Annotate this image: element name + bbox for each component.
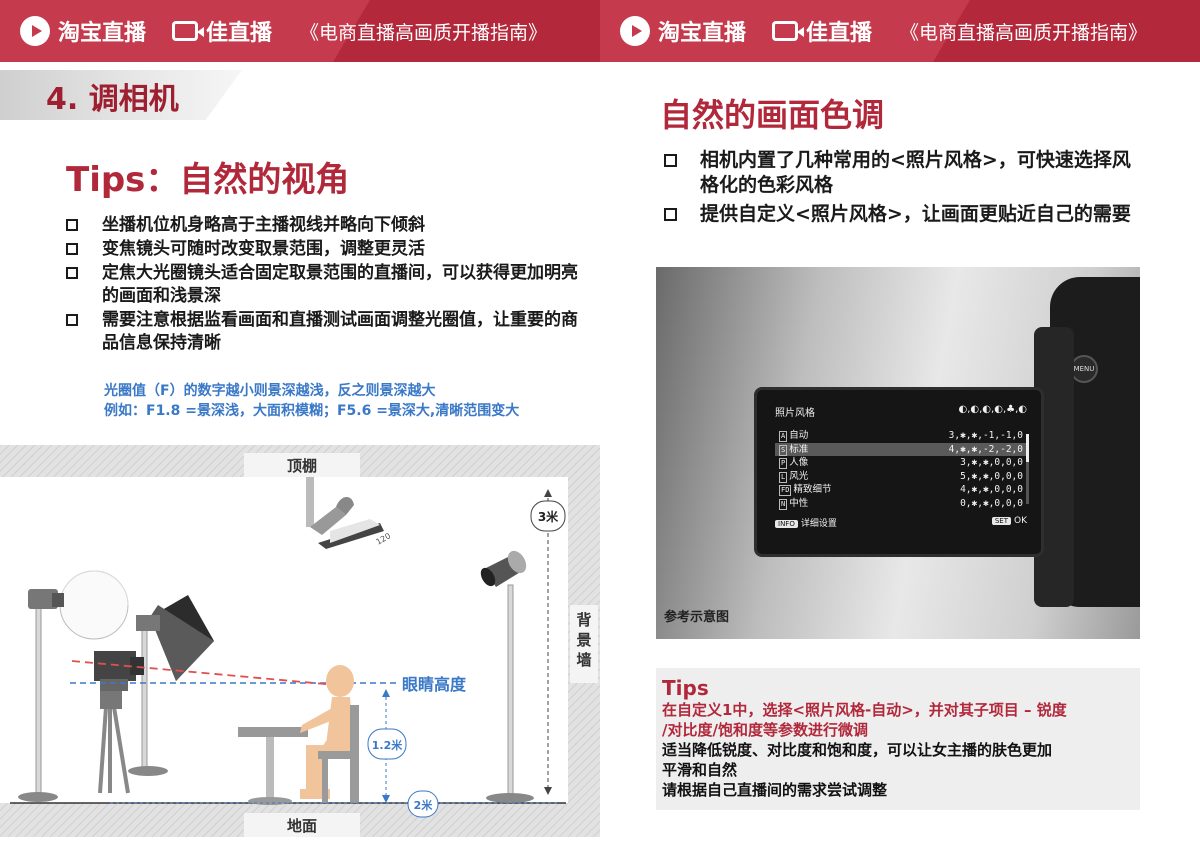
jia-live-brand: 佳直播 bbox=[172, 15, 272, 47]
style-name: 标准 bbox=[789, 443, 809, 455]
style-code-icon: N bbox=[779, 498, 788, 510]
list-item: 变焦镜头可随时改变取景范围，调整更灵活 bbox=[66, 238, 586, 261]
style-name: 风光 bbox=[789, 470, 809, 482]
style-values: 3,✱,✱,-1,-1,0 bbox=[948, 430, 1023, 441]
guide-title: 《电商直播高画质开播指南》 bbox=[300, 21, 548, 44]
height-1-2m-label: 1.2米 bbox=[372, 738, 403, 752]
list-item: 提供自定义<照片风格>，让画面更贴近自己的需要 bbox=[664, 202, 1144, 227]
eye-height-label: 眼睛高度 bbox=[402, 675, 467, 694]
studio-diagram: 顶棚 地面 背景墙 120 3米 bbox=[0, 445, 600, 837]
list-item: 需要注意根据监看画面和直播测试画面调整光圈值，让重要的商品信息保持清晰 bbox=[66, 309, 586, 355]
taobao-live-brand: 淘宝直播 bbox=[620, 15, 746, 47]
right-bullet-list: 相机内置了几种常用的<照片风格>，可快速选择风格化的色彩风格 提供自定义<照片风… bbox=[664, 148, 1144, 231]
style-name: 中性 bbox=[789, 497, 809, 509]
list-item: 定焦大光圈镜头适合固定取景范围的直播间，可以获得更加明亮的画面和浅景深 bbox=[66, 262, 586, 308]
height-3m-label: 3米 bbox=[538, 509, 559, 524]
style-code-icon: A bbox=[779, 431, 788, 442]
table bbox=[238, 727, 308, 805]
chair bbox=[318, 705, 359, 803]
style-code-icon: S bbox=[779, 444, 788, 456]
style-values: 5,✱,✱,0,0,0 bbox=[960, 470, 1023, 482]
floor-label: 地面 bbox=[287, 817, 317, 835]
ceiling-light: 120 bbox=[306, 477, 392, 549]
style-code-icon: FD bbox=[779, 485, 792, 496]
checkbox-square-icon bbox=[66, 314, 78, 326]
style-values: 4,✱,✱,0,0,0 bbox=[960, 484, 1023, 495]
tips-box: Tips 在自定义1中，选择<照片风格-自动>，并对其子项目 – 锐度 /对比度… bbox=[656, 668, 1140, 810]
style-name: 人像 bbox=[789, 457, 809, 468]
checkbox-square-icon bbox=[66, 219, 78, 231]
camera-sight-line bbox=[71, 660, 337, 686]
wall-label: 背景墙 bbox=[576, 611, 591, 669]
style-name: 自动 bbox=[789, 430, 809, 441]
video-camera-icon bbox=[772, 21, 805, 41]
jia-live-brand: 佳直播 bbox=[772, 15, 872, 47]
guide-title: 《电商直播高画质开播指南》 bbox=[900, 21, 1148, 44]
lcd-heading-icons: ◐,◐,◐,◐,♣,◐ bbox=[958, 404, 1028, 415]
photo-caption: 参考示意图 bbox=[664, 610, 730, 625]
checkbox-square-icon bbox=[664, 154, 677, 167]
spotlight-right bbox=[480, 550, 534, 803]
style-values: 3,✱,✱,0,0,0 bbox=[960, 457, 1023, 468]
video-camera-icon bbox=[172, 21, 205, 41]
lcd-heading: 照片风格 bbox=[775, 408, 815, 419]
header-bar: 淘宝直播 佳直播 《电商直播高画质开播指南》 淘宝直播 佳直播 《电商直播高画质… bbox=[0, 0, 1200, 62]
menu-button-icon: MENU bbox=[1070, 355, 1098, 383]
header-half-right: 淘宝直播 佳直播 《电商直播高画质开播指南》 bbox=[600, 0, 1200, 62]
list-item: 相机内置了几种常用的<照片风格>，可快速选择风格化的色彩风格 bbox=[664, 148, 1144, 198]
section-tab bbox=[0, 70, 242, 120]
lcd-scrollbar bbox=[1026, 434, 1029, 504]
checkbox-square-icon bbox=[664, 208, 677, 221]
softbox-globe-left bbox=[18, 570, 129, 802]
checkbox-square-icon bbox=[66, 267, 78, 279]
tips-box-title: Tips bbox=[662, 676, 709, 700]
seated-person bbox=[300, 665, 356, 799]
tips-title: Tips：自然的视角 bbox=[66, 160, 350, 200]
style-code-icon: P bbox=[779, 458, 788, 469]
list-item: 坐播机位机身略高于主播视线并略向下倾斜 bbox=[66, 214, 586, 237]
style-values: 0,✱,✱,0,0,0 bbox=[960, 497, 1023, 509]
style-values: 4,✱,✱,-2,-2,0 bbox=[948, 443, 1023, 455]
play-icon bbox=[620, 16, 650, 46]
section-title: 4. 调相机 bbox=[46, 82, 179, 117]
right-title: 自然的画面色调 bbox=[660, 96, 885, 134]
taobao-live-brand: 淘宝直播 bbox=[20, 15, 146, 47]
softbox-mid bbox=[128, 595, 214, 776]
light-angle-label: 120 bbox=[375, 531, 393, 546]
style-code-icon: L bbox=[779, 471, 788, 483]
left-bullet-list: 坐播机位机身略高于主播视线并略向下倾斜 变焦镜头可随时改变取景范围，调整更灵活 … bbox=[66, 214, 586, 356]
style-name: 精致细节 bbox=[793, 484, 832, 495]
distance-2m-label: 2米 bbox=[414, 798, 434, 812]
ceiling-label: 顶棚 bbox=[287, 457, 317, 475]
aperture-note: 光圈值（F）的数字越小则景深越浅，反之则景深越大 例如：F1.8 =景深浅，大面… bbox=[104, 383, 520, 419]
checkbox-square-icon bbox=[66, 243, 78, 255]
play-icon bbox=[20, 16, 50, 46]
header-half-left: 淘宝直播 佳直播 《电商直播高画质开播指南》 bbox=[0, 0, 600, 62]
